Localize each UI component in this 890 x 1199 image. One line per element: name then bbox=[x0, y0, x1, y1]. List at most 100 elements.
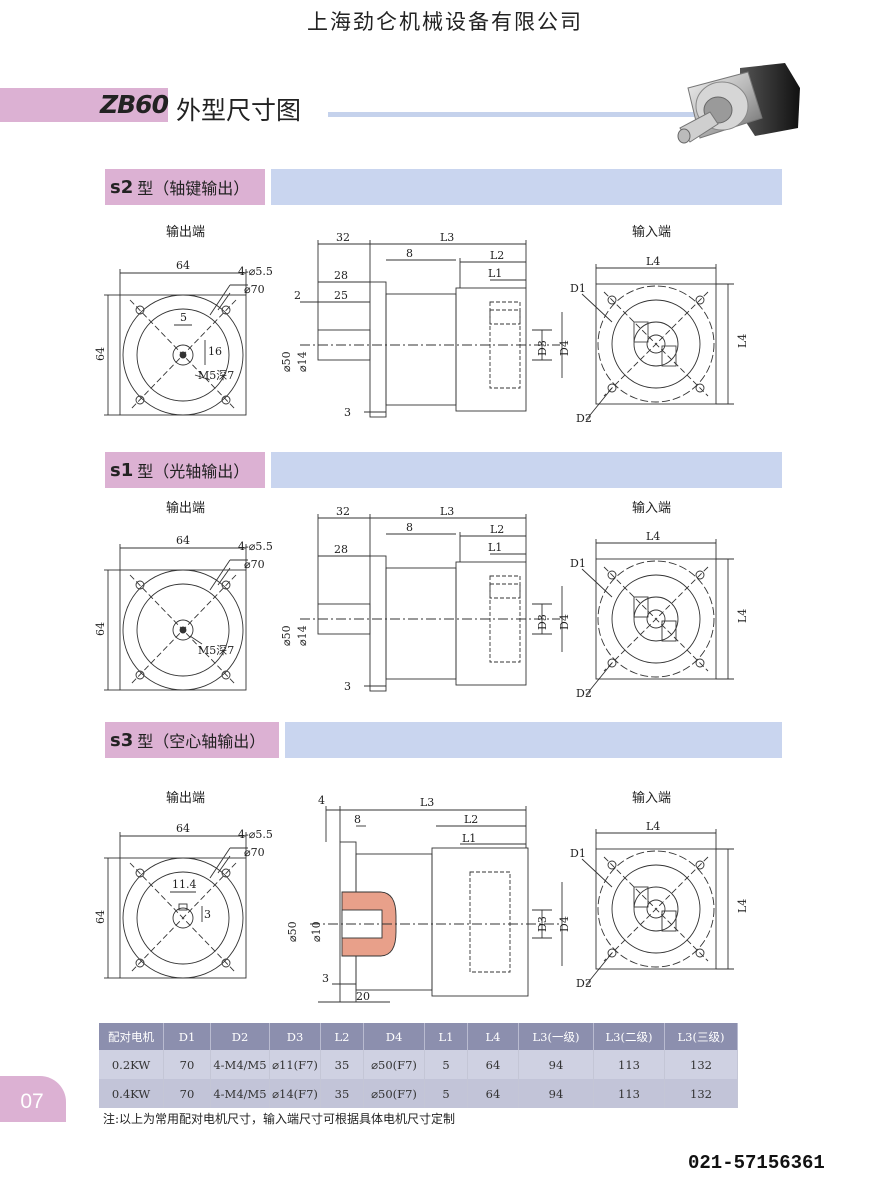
dim-D4: D4 bbox=[558, 916, 570, 932]
table-cell: 0.2KW bbox=[99, 1050, 164, 1079]
header-cell: D1 bbox=[163, 1023, 211, 1050]
dim-shaft14: ⌀14 bbox=[296, 351, 309, 372]
dim-8: 8 bbox=[406, 521, 413, 534]
dim-D2: D2 bbox=[576, 687, 592, 700]
dim-3: 3 bbox=[344, 680, 351, 693]
dim-key11: 11.4 bbox=[172, 878, 197, 891]
spec-table: 配对电机 D1 D2 D3 L2 D4 L1 L4 L3(一级) L3(二级) … bbox=[99, 1023, 738, 1108]
dim-D4: D4 bbox=[558, 614, 570, 630]
output-end-label: 输出端 bbox=[166, 225, 206, 240]
section-s2-code: s2 bbox=[110, 176, 134, 198]
header-cell: L2 bbox=[320, 1023, 364, 1050]
page-title: 外型尺寸图 bbox=[176, 96, 302, 125]
dim-32: 32 bbox=[336, 506, 350, 518]
section-s2-bar bbox=[271, 169, 782, 205]
section-s1-bar bbox=[271, 452, 782, 488]
header-cell: D4 bbox=[363, 1023, 425, 1050]
dim-64-height: 64 bbox=[94, 347, 107, 361]
dim-thread: M5深7 bbox=[198, 369, 234, 382]
page-number: 07 bbox=[20, 1090, 44, 1113]
dim-64-width: 64 bbox=[176, 534, 190, 547]
section-s1-name: 型（光轴输出） bbox=[137, 462, 250, 481]
table-cell: ⌀14(F7) bbox=[269, 1079, 321, 1108]
section-s3-label: s3 型（空心轴输出） bbox=[105, 722, 279, 758]
dim-L3: L3 bbox=[440, 232, 454, 244]
company-name: 上海劲仑机械设备有限公司 bbox=[307, 10, 583, 34]
dim-L4-vertical: L4 bbox=[736, 899, 748, 913]
dim-key3: 3 bbox=[204, 908, 211, 921]
table-cell: 132 bbox=[664, 1050, 738, 1079]
s3-input-drawing: L4 L4 D1 D2 bbox=[570, 820, 748, 990]
dim-L1: L1 bbox=[462, 832, 476, 845]
section-s3-name: 型（空心轴输出） bbox=[137, 732, 266, 751]
dim-D1: D1 bbox=[570, 557, 586, 570]
header-cell: D3 bbox=[269, 1023, 321, 1050]
header-cell: L3(三级) bbox=[664, 1023, 738, 1050]
table-cell: 64 bbox=[467, 1050, 519, 1079]
table-cell: 64 bbox=[467, 1079, 519, 1108]
dim-D3: D3 bbox=[536, 340, 549, 356]
table-cell: 70 bbox=[163, 1079, 211, 1108]
dim-shaft50: ⌀50 bbox=[280, 351, 293, 372]
dim-L2: L2 bbox=[490, 523, 504, 536]
table-cell: ⌀11(F7) bbox=[269, 1050, 321, 1079]
dim-25: 25 bbox=[334, 289, 348, 302]
s2-input-drawing: L4 L4 D1 D2 bbox=[570, 255, 748, 425]
table-cell: 70 bbox=[163, 1050, 211, 1079]
section-s2-name: 型（轴键输出） bbox=[137, 179, 250, 198]
dim-D2: D2 bbox=[576, 977, 592, 990]
s1-output-front-drawing: 64 64 4-⌀5.5 ⌀70 M5深7 bbox=[94, 534, 273, 691]
output-end-label: 输出端 bbox=[166, 791, 206, 806]
s1-side-drawing: 32 L3 8 L2 L1 28 3 ⌀50 ⌀14 D3 D4 bbox=[280, 506, 570, 693]
header-cell: L3(二级) bbox=[593, 1023, 665, 1050]
s2-output-front-drawing: 64 64 4-⌀5.5 ⌀70 5 16 M5深7 bbox=[94, 259, 273, 416]
section-s3-code: s3 bbox=[110, 729, 134, 751]
input-end-label: 输入端 bbox=[632, 501, 672, 516]
dim-L2: L2 bbox=[464, 813, 478, 826]
dim-shaft10: ⌀10 bbox=[310, 921, 323, 942]
dim-D1: D1 bbox=[570, 282, 586, 295]
title-underline bbox=[328, 112, 780, 117]
dim-64-width: 64 bbox=[176, 822, 190, 835]
model-code: ZB60 bbox=[100, 90, 169, 119]
dim-L2: L2 bbox=[490, 249, 504, 262]
dim-L4: L4 bbox=[646, 530, 660, 543]
dim-holes: 4-⌀5.5 bbox=[238, 540, 273, 553]
dim-holes: 4-⌀5.5 bbox=[238, 828, 273, 841]
table-cell: 94 bbox=[518, 1079, 594, 1108]
dim-key16: 16 bbox=[208, 345, 222, 358]
gearbox-product-image bbox=[677, 63, 800, 144]
header-cell: L1 bbox=[424, 1023, 468, 1050]
dim-8: 8 bbox=[406, 247, 413, 260]
section-s1-label: s1 型（光轴输出） bbox=[105, 452, 265, 488]
title-band bbox=[0, 88, 168, 122]
dim-64-height: 64 bbox=[94, 910, 107, 924]
table-cell: 113 bbox=[593, 1050, 665, 1079]
dim-64-height: 64 bbox=[94, 622, 107, 636]
table-row: 0.2KW 70 4-M4/M5 ⌀11(F7) 35 ⌀50(F7) 5 64… bbox=[99, 1050, 738, 1079]
footnote: 注:以上为常用配对电机尺寸，输入端尺寸可根据具体电机尺寸定制 bbox=[103, 1112, 456, 1126]
dim-3: 3 bbox=[322, 972, 329, 985]
dim-D1: D1 bbox=[570, 847, 586, 860]
dim-20: 20 bbox=[356, 990, 370, 1003]
input-end-label: 输入端 bbox=[632, 225, 672, 240]
table-cell: ⌀50(F7) bbox=[363, 1079, 425, 1108]
dim-L1: L1 bbox=[488, 267, 502, 280]
dim-L3: L3 bbox=[440, 506, 454, 518]
table-cell: 5 bbox=[424, 1050, 468, 1079]
section-s2-label: s2 型（轴键输出） bbox=[105, 169, 265, 205]
table-cell: 4-M4/M5 bbox=[210, 1050, 270, 1079]
dim-shaft50: ⌀50 bbox=[286, 921, 299, 942]
dim-D4: D4 bbox=[558, 340, 570, 356]
output-end-label: 输出端 bbox=[166, 501, 206, 516]
phone-number: 021-57156361 bbox=[688, 1152, 825, 1174]
table-cell: 94 bbox=[518, 1050, 594, 1079]
table-cell: 35 bbox=[320, 1079, 364, 1108]
header-cell: D2 bbox=[210, 1023, 270, 1050]
dim-holes: 4-⌀5.5 bbox=[238, 265, 273, 278]
s2-side-drawing: 32 L3 8 L2 L1 28 25 2 3 ⌀50 ⌀14 D3 D4 bbox=[280, 232, 570, 419]
table-cell: 35 bbox=[320, 1050, 364, 1079]
dim-pcd: ⌀70 bbox=[244, 846, 265, 859]
dim-32: 32 bbox=[336, 232, 350, 244]
header-cell: 配对电机 bbox=[99, 1023, 164, 1050]
